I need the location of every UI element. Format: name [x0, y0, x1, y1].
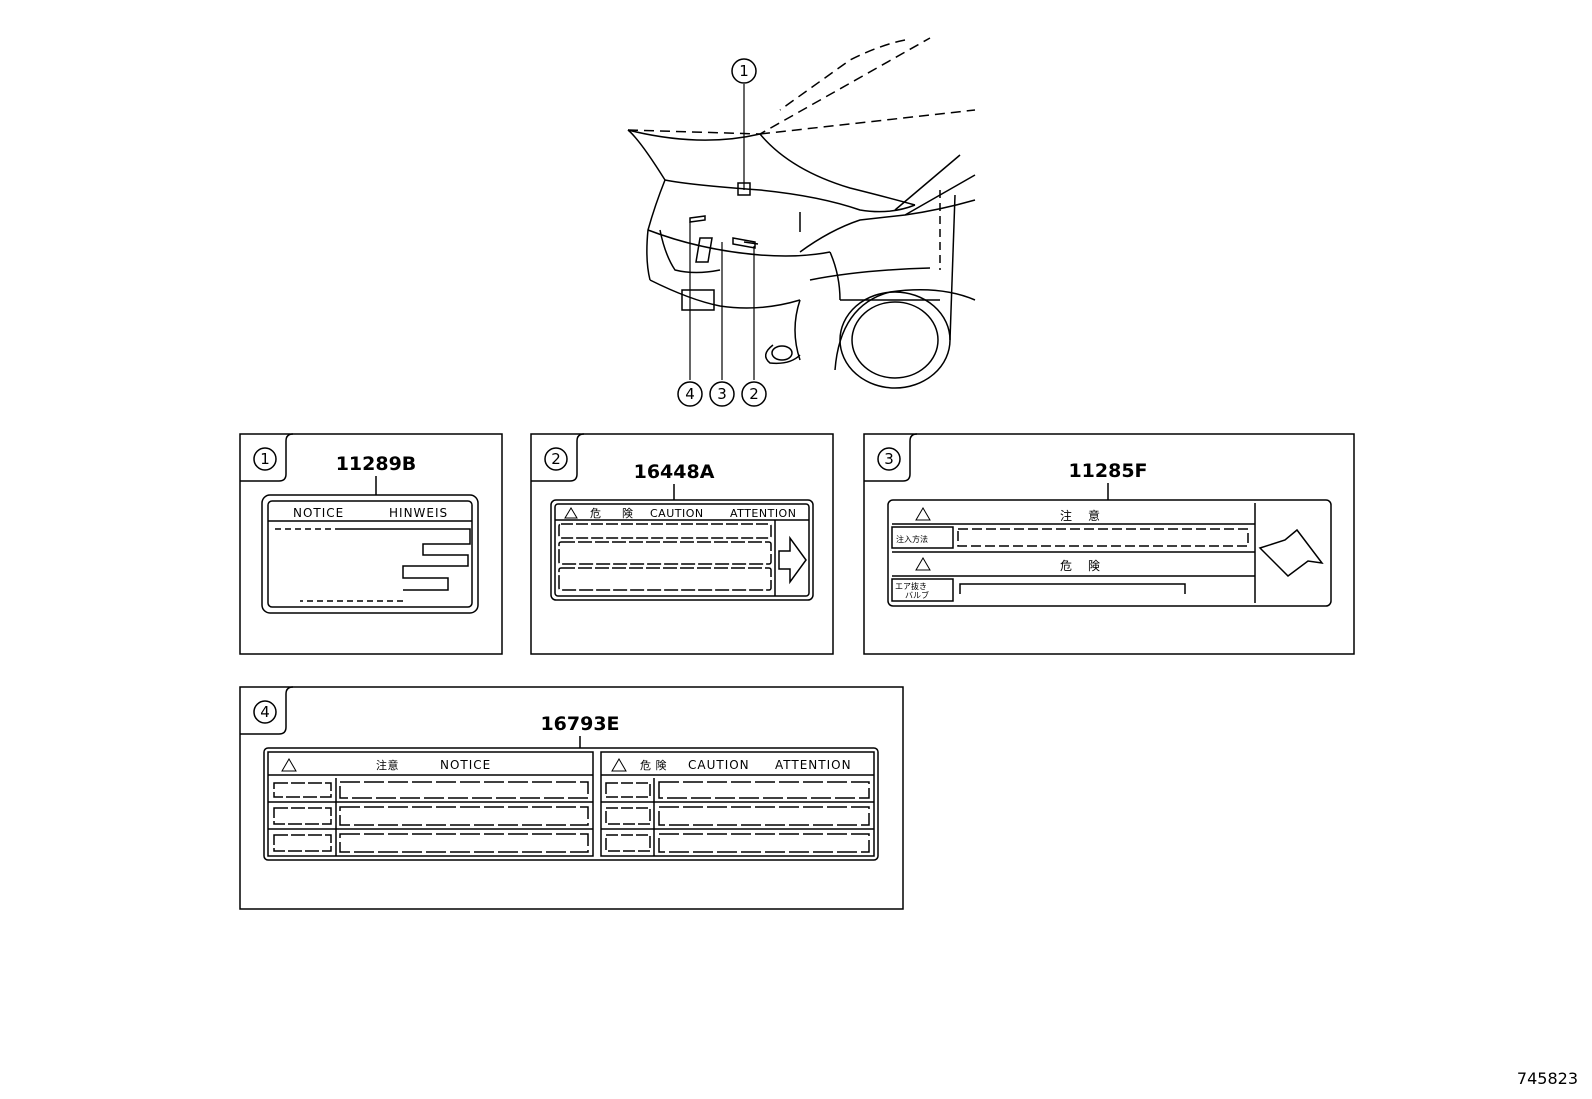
callout-1: 1: [731, 58, 757, 84]
svg-text:エア抜き: エア抜き: [895, 581, 927, 591]
callout-leaders: [689, 84, 755, 380]
arrow-right-icon: [778, 535, 807, 585]
panel-1: 1 11289B NOTICE HINWEIS: [239, 433, 503, 655]
part-number-16793E: 16793E: [540, 713, 619, 735]
warning-triangle-icon: [564, 507, 578, 519]
callout-3: 3: [709, 381, 735, 407]
callout-4: 4: [677, 381, 703, 407]
svg-text:4: 4: [685, 385, 695, 403]
part-number-11285F: 11285F: [1068, 460, 1147, 482]
part-number-16448A: 16448A: [634, 461, 715, 483]
arrow-up-right-icon: [1258, 528, 1324, 577]
svg-text:CAUTION: CAUTION: [688, 758, 750, 772]
reference-number: 745823: [1517, 1069, 1578, 1088]
svg-text:NOTICE: NOTICE: [293, 506, 344, 520]
part-number-11289B: 11289B: [336, 453, 417, 475]
svg-text:危: 危: [590, 507, 602, 520]
warning-triangle-icon: [915, 507, 931, 521]
svg-text:HINWEIS: HINWEIS: [389, 506, 448, 520]
svg-text:1: 1: [739, 62, 749, 80]
callout-2: 2: [741, 381, 767, 407]
panel-2: 2 16448A 危 険 CAUTION ATTENTION: [530, 433, 834, 655]
svg-text:注意: 注意: [376, 758, 399, 772]
svg-text:3: 3: [717, 385, 727, 403]
svg-text:2: 2: [551, 450, 561, 468]
svg-text:3: 3: [884, 450, 894, 468]
warning-triangle-icon: [611, 758, 627, 772]
svg-text:危: 危: [1060, 559, 1073, 573]
car-illustration: [627, 37, 976, 389]
svg-text:険: 険: [1088, 559, 1101, 573]
svg-text:注入方法: 注入方法: [896, 534, 928, 544]
svg-text:バルブ: バルブ: [905, 590, 929, 600]
svg-text:注: 注: [1060, 508, 1073, 523]
svg-text:ATTENTION: ATTENTION: [730, 507, 796, 520]
panel-3: 3 11285F 注 意 注入方法 危 険 エア抜き バルブ: [863, 433, 1355, 655]
svg-text:1: 1: [260, 450, 270, 468]
svg-text:意: 意: [1088, 508, 1101, 523]
svg-text:2: 2: [749, 385, 759, 403]
warning-triangle-icon: [915, 557, 931, 571]
svg-text:4: 4: [260, 703, 270, 721]
svg-text:ATTENTION: ATTENTION: [775, 758, 852, 772]
svg-text:危 険: 危 険: [640, 759, 667, 772]
svg-text:険: 険: [622, 507, 634, 520]
warning-triangle-icon: [281, 758, 297, 772]
panel-4: 4 16793E 注意 NOTICE 危 険 CAUTION ATTENTION: [239, 686, 904, 910]
svg-text:CAUTION: CAUTION: [650, 507, 704, 520]
svg-text:NOTICE: NOTICE: [440, 758, 491, 772]
